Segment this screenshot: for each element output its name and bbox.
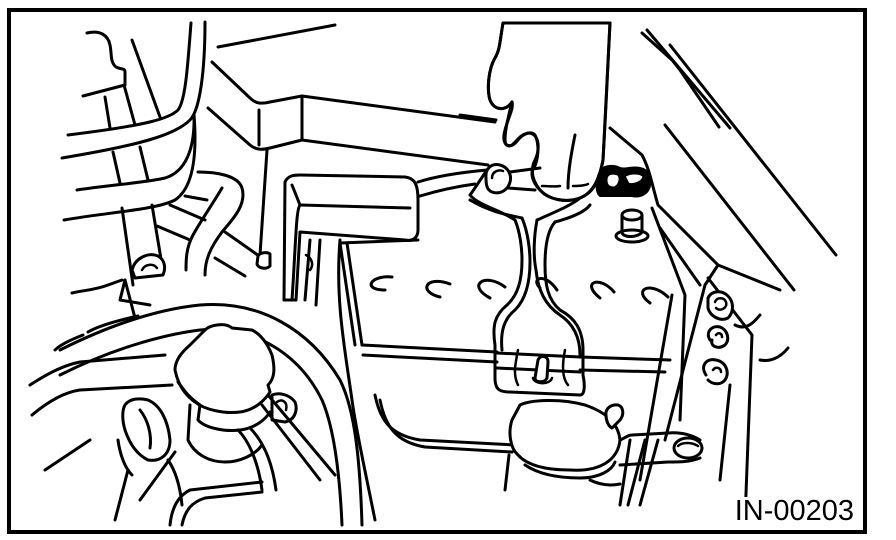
terminal-cover-round-icon	[508, 398, 704, 507]
figure-label: IN-00203	[732, 495, 856, 527]
reservoir-cap-icon	[28, 278, 364, 527]
hand-icon	[458, 21, 612, 202]
body-panel-lines	[608, 28, 838, 482]
bracket-icon	[663, 263, 790, 522]
hose-icon	[60, 20, 497, 287]
battery-icon	[337, 238, 672, 522]
terminal-cover-icon	[282, 168, 489, 307]
battery-post-icon	[595, 164, 652, 244]
